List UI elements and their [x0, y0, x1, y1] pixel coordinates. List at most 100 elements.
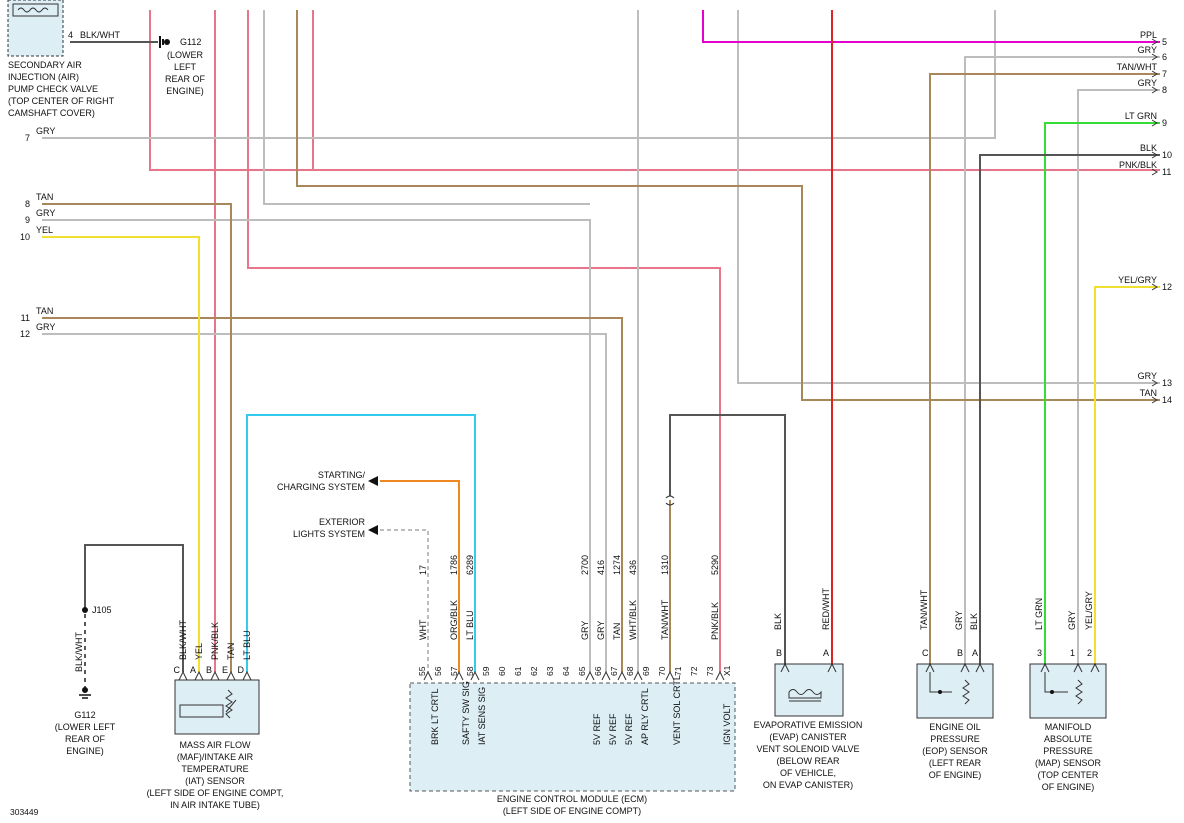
wire-layer	[42, 10, 1160, 672]
wire-gry-8	[1077, 89, 1160, 672]
connector-pin: A	[190, 665, 196, 675]
right-pin-number: 12	[1162, 282, 1172, 292]
ecm-pin-number: 59	[481, 666, 491, 676]
circuit-number: 1274	[612, 555, 622, 575]
wire-label: YEL/GRY	[1084, 591, 1094, 630]
right-pin-number: 11	[1162, 167, 1171, 177]
circuit-number: 1786	[449, 555, 459, 575]
left-pin-number: 12	[20, 329, 30, 339]
right-pin-number: 5	[1162, 37, 1167, 47]
left-pin-number: 11	[21, 313, 30, 323]
wire-blk-ground	[84, 544, 184, 672]
ecm-signal-label: IAT SENS SIG	[477, 687, 487, 745]
right-pin-number: 7	[1162, 69, 1167, 79]
evap-label: ON EVAP CANISTER)	[763, 780, 853, 790]
figure-id: 303449	[10, 807, 39, 817]
wire-gry-13	[737, 10, 1160, 384]
ground-location: ENGINE)	[66, 746, 104, 756]
ecm-signal-label: BRK LT CRTL	[430, 688, 440, 745]
connector-chevron-icon	[470, 670, 480, 681]
maf-label: TEMPERATURE	[181, 764, 248, 774]
right-pin-number: 6	[1162, 52, 1167, 62]
evap-label: VENT SOLENOID VALVE	[756, 744, 859, 754]
connector-chevron-icon	[601, 670, 611, 681]
ground-bottom-icon	[79, 687, 91, 699]
connector-chevron-icon	[242, 670, 252, 681]
right-pin-number: 10	[1162, 150, 1172, 160]
maf-label: MASS AIR FLOW	[179, 740, 251, 750]
ecm-pin-number: 72	[689, 666, 699, 676]
connector-pin: E	[222, 665, 228, 675]
connector-chevron-icon	[827, 662, 837, 673]
circuit-number: 17	[418, 565, 428, 575]
wire-pnk-blk-11	[149, 10, 1160, 171]
ground-location: (LOWER	[167, 50, 204, 60]
wire-label: BLK/WHT	[80, 30, 121, 40]
ecm-pin-number: 70	[657, 666, 667, 676]
left-pin-number: 7	[25, 133, 30, 143]
exterior-lights-ref: EXTERIOR	[319, 517, 366, 527]
pin-arrow-icon	[1151, 38, 1158, 46]
ground-id: G112	[180, 37, 201, 47]
eop-sensor-component	[916, 663, 994, 719]
connector-chevron-icon	[665, 670, 675, 681]
maf-sensor-component	[174, 679, 260, 735]
right-pin-arrows	[1151, 38, 1158, 404]
ecm-pin-number: 67	[609, 666, 619, 676]
wire-label: LT BLU	[465, 610, 475, 640]
connector-pin: B	[957, 648, 963, 658]
ecm-pin-number: X1	[722, 665, 732, 676]
connector-chevron-icon	[975, 662, 985, 673]
starting-charging-ref: STARTING/	[318, 470, 366, 480]
connector-chevron-icon	[585, 670, 595, 681]
wire-label: GRY	[1138, 371, 1157, 381]
arrow-left-icon	[368, 525, 378, 535]
wire-label: TAN	[36, 192, 53, 202]
ecm-signal-label: IGN VOLT	[722, 703, 732, 745]
circuit-number: 436	[628, 560, 638, 575]
wire-label: GRY	[954, 611, 964, 630]
maf-label: (LEFT SIDE OF ENGINE COMPT,	[147, 788, 284, 798]
wire-yel-gry-12	[1094, 286, 1160, 672]
wire-label: TAN	[226, 643, 236, 660]
circuit-number: 2700	[580, 555, 590, 575]
wire-label: YEL/GRY	[1118, 275, 1157, 285]
pin-arrow-icon	[1151, 119, 1158, 127]
ecm-pin-number: 63	[545, 666, 555, 676]
wire-label: LT GRN	[1034, 598, 1044, 630]
ecm-pin-number: 55	[417, 666, 427, 676]
wire-label: LT GRN	[1125, 111, 1157, 121]
pin-arrow-icon	[1151, 379, 1158, 387]
exterior-lights-ref: LIGHTS SYSTEM	[293, 529, 365, 539]
wire-label: BLK	[1140, 143, 1157, 153]
arrow-left-icon	[368, 476, 378, 486]
pin-arrow-icon	[1151, 70, 1158, 78]
evap-label: (BELOW REAR	[776, 756, 840, 766]
connector-chevron-icon	[1040, 662, 1050, 673]
connector-chevron-icon	[1073, 662, 1083, 673]
connector-chevron-icon	[178, 670, 188, 681]
connector-chevron-icon	[617, 670, 627, 681]
ecm-pin-number: 65	[577, 666, 587, 676]
wire-label: GRY	[36, 126, 55, 136]
evap-label: (EVAP) CANISTER	[769, 732, 847, 742]
wire-tan-14	[296, 10, 1160, 401]
starting-charging-ref: CHARGING SYSTEM	[277, 482, 365, 492]
connector-chevrons	[178, 662, 1100, 681]
ecm-pin-number: 66	[593, 666, 603, 676]
connector-pin: A	[972, 648, 978, 658]
wire-yel-10	[42, 236, 200, 672]
wire-label: GRY	[580, 621, 590, 640]
circuit-number: 5290	[710, 555, 720, 575]
ecm-signal-label: 5V REF	[624, 713, 634, 745]
splice-j105-dot	[82, 607, 88, 613]
evap-label: OF VEHICLE,	[780, 768, 836, 778]
wire-label: BLK/WHT	[178, 619, 188, 660]
pin-arrow-icon	[1151, 151, 1158, 159]
left-pin-number: 10	[20, 232, 30, 242]
ground-location: (LOWER LEFT	[55, 722, 116, 732]
wire-label: BLK/WHT	[74, 631, 84, 672]
connector-pin: C	[174, 665, 181, 675]
ecm-signal-label: VENT SOL CRTL	[672, 675, 682, 745]
